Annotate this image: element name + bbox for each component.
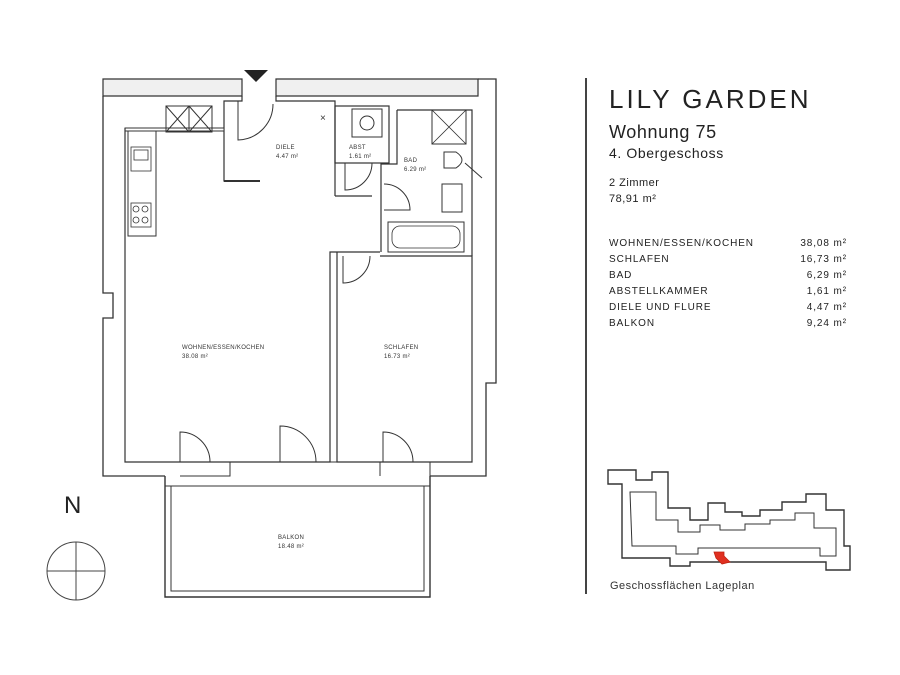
wall-bad-left (380, 110, 398, 252)
sink-icon (133, 149, 149, 161)
bathtub-icon (387, 221, 465, 253)
inner-wall (223, 96, 243, 182)
room-label-diele: DIELE (276, 145, 295, 151)
room-label-schlafen: SCHLAFEN (384, 345, 418, 351)
area-room: SCHLAFEN (609, 254, 670, 265)
wall-bad (397, 109, 473, 256)
outer-wall-right (430, 78, 497, 477)
x-mark-icon: × (320, 113, 326, 124)
wall-abst (334, 105, 390, 164)
washbasin-icon (441, 183, 463, 213)
door-arc (383, 183, 411, 211)
site-plan-outline (607, 469, 851, 571)
stove-icon (132, 205, 140, 213)
room-area-schlafen: 16.73 m² (384, 354, 410, 360)
room-area-diele: 4.47 m² (276, 154, 298, 160)
room-area-bad: 6.29 m² (404, 167, 426, 173)
room-area-abst: 1.61 m² (349, 154, 371, 160)
area-row: ABSTELLKAMMER 1,61 m² (609, 284, 847, 300)
area-row: BAD 6,29 m² (609, 268, 847, 284)
area-row: SCHLAFEN 16,73 m² (609, 252, 847, 268)
area-row: BALKON 9,24 m² (609, 316, 847, 332)
stove-icon (141, 216, 149, 224)
rooms-count: 2 Zimmer (609, 177, 660, 189)
north-label: N (64, 492, 82, 519)
site-plan-inner (629, 491, 837, 557)
unit-location-marker-icon (713, 551, 731, 565)
area-row: DIELE UND FLURE 4,47 m² (609, 300, 847, 316)
shaft-icon (431, 109, 467, 145)
door-arc (237, 101, 274, 141)
shaft-icon (165, 105, 213, 133)
door-arc (179, 431, 211, 463)
stove-icon (132, 216, 140, 224)
door-arc (342, 255, 371, 284)
shaft-icon (431, 109, 467, 145)
stove-icon (141, 205, 149, 213)
wall-schlafen (336, 252, 473, 463)
entrance-arrow-icon (244, 70, 268, 82)
area-row: WOHNEN/ESSEN/KOCHEN 38,08 m² (609, 236, 847, 252)
area-value: 4,47 m² (806, 302, 847, 313)
area-room: BAD (609, 270, 633, 281)
area-value: 9,24 m² (806, 318, 847, 329)
door-arc (279, 425, 317, 463)
door-arc (344, 162, 373, 191)
washer-icon (351, 108, 383, 138)
area-room: DIELE UND FLURE (609, 302, 712, 313)
area-room: ABSTELLKAMMER (609, 286, 709, 297)
area-value: 6,29 m² (806, 270, 847, 281)
area-value: 16,73 m² (800, 254, 847, 265)
toilet-icon (443, 151, 463, 169)
area-value: 38,08 m² (800, 238, 847, 249)
outer-wall (102, 78, 479, 97)
floor-label: 4. Obergeschoss (609, 145, 724, 161)
room-label-wohnen: WOHNEN/ESSEN/KOCHEN (182, 345, 264, 351)
room-area-wohnen: 38.08 m² (182, 354, 208, 360)
stove-icon (130, 202, 152, 228)
marker-arrow-icon (464, 162, 483, 179)
site-plan-caption: Geschossflächen Lageplan (610, 580, 755, 592)
unit-title: Wohnung 75 (609, 122, 717, 142)
room-label-abst: ABST (349, 145, 366, 151)
info-panel: LILY GARDEN Wohnung 75 4. Obergeschoss 2… (609, 84, 859, 332)
washer-icon (359, 115, 375, 131)
area-table: WOHNEN/ESSEN/KOCHEN 38,08 m² SCHLAFEN 16… (609, 236, 859, 332)
area-value: 1,61 m² (806, 286, 847, 297)
room-area-balkon: 18.48 m² (278, 544, 304, 550)
balcony-inner (170, 486, 425, 592)
balcony-outline (164, 476, 431, 598)
room-label-bad: BAD (404, 158, 418, 164)
project-title: LILY GARDEN (609, 84, 812, 114)
total-area: 78,91 m² (609, 193, 657, 205)
outer-wall-left (102, 96, 165, 477)
door-arc (382, 431, 414, 463)
vertical-divider (585, 78, 587, 594)
bathtub-icon (391, 225, 461, 249)
sink-icon (130, 146, 152, 172)
kitchen-counter (127, 130, 157, 237)
area-room: WOHNEN/ESSEN/KOCHEN (609, 238, 754, 249)
window-sills (180, 461, 431, 477)
wall-wohnen-outline (124, 128, 380, 463)
room-label-balkon: BALKON (278, 535, 304, 541)
area-room: BALKON (609, 318, 655, 329)
